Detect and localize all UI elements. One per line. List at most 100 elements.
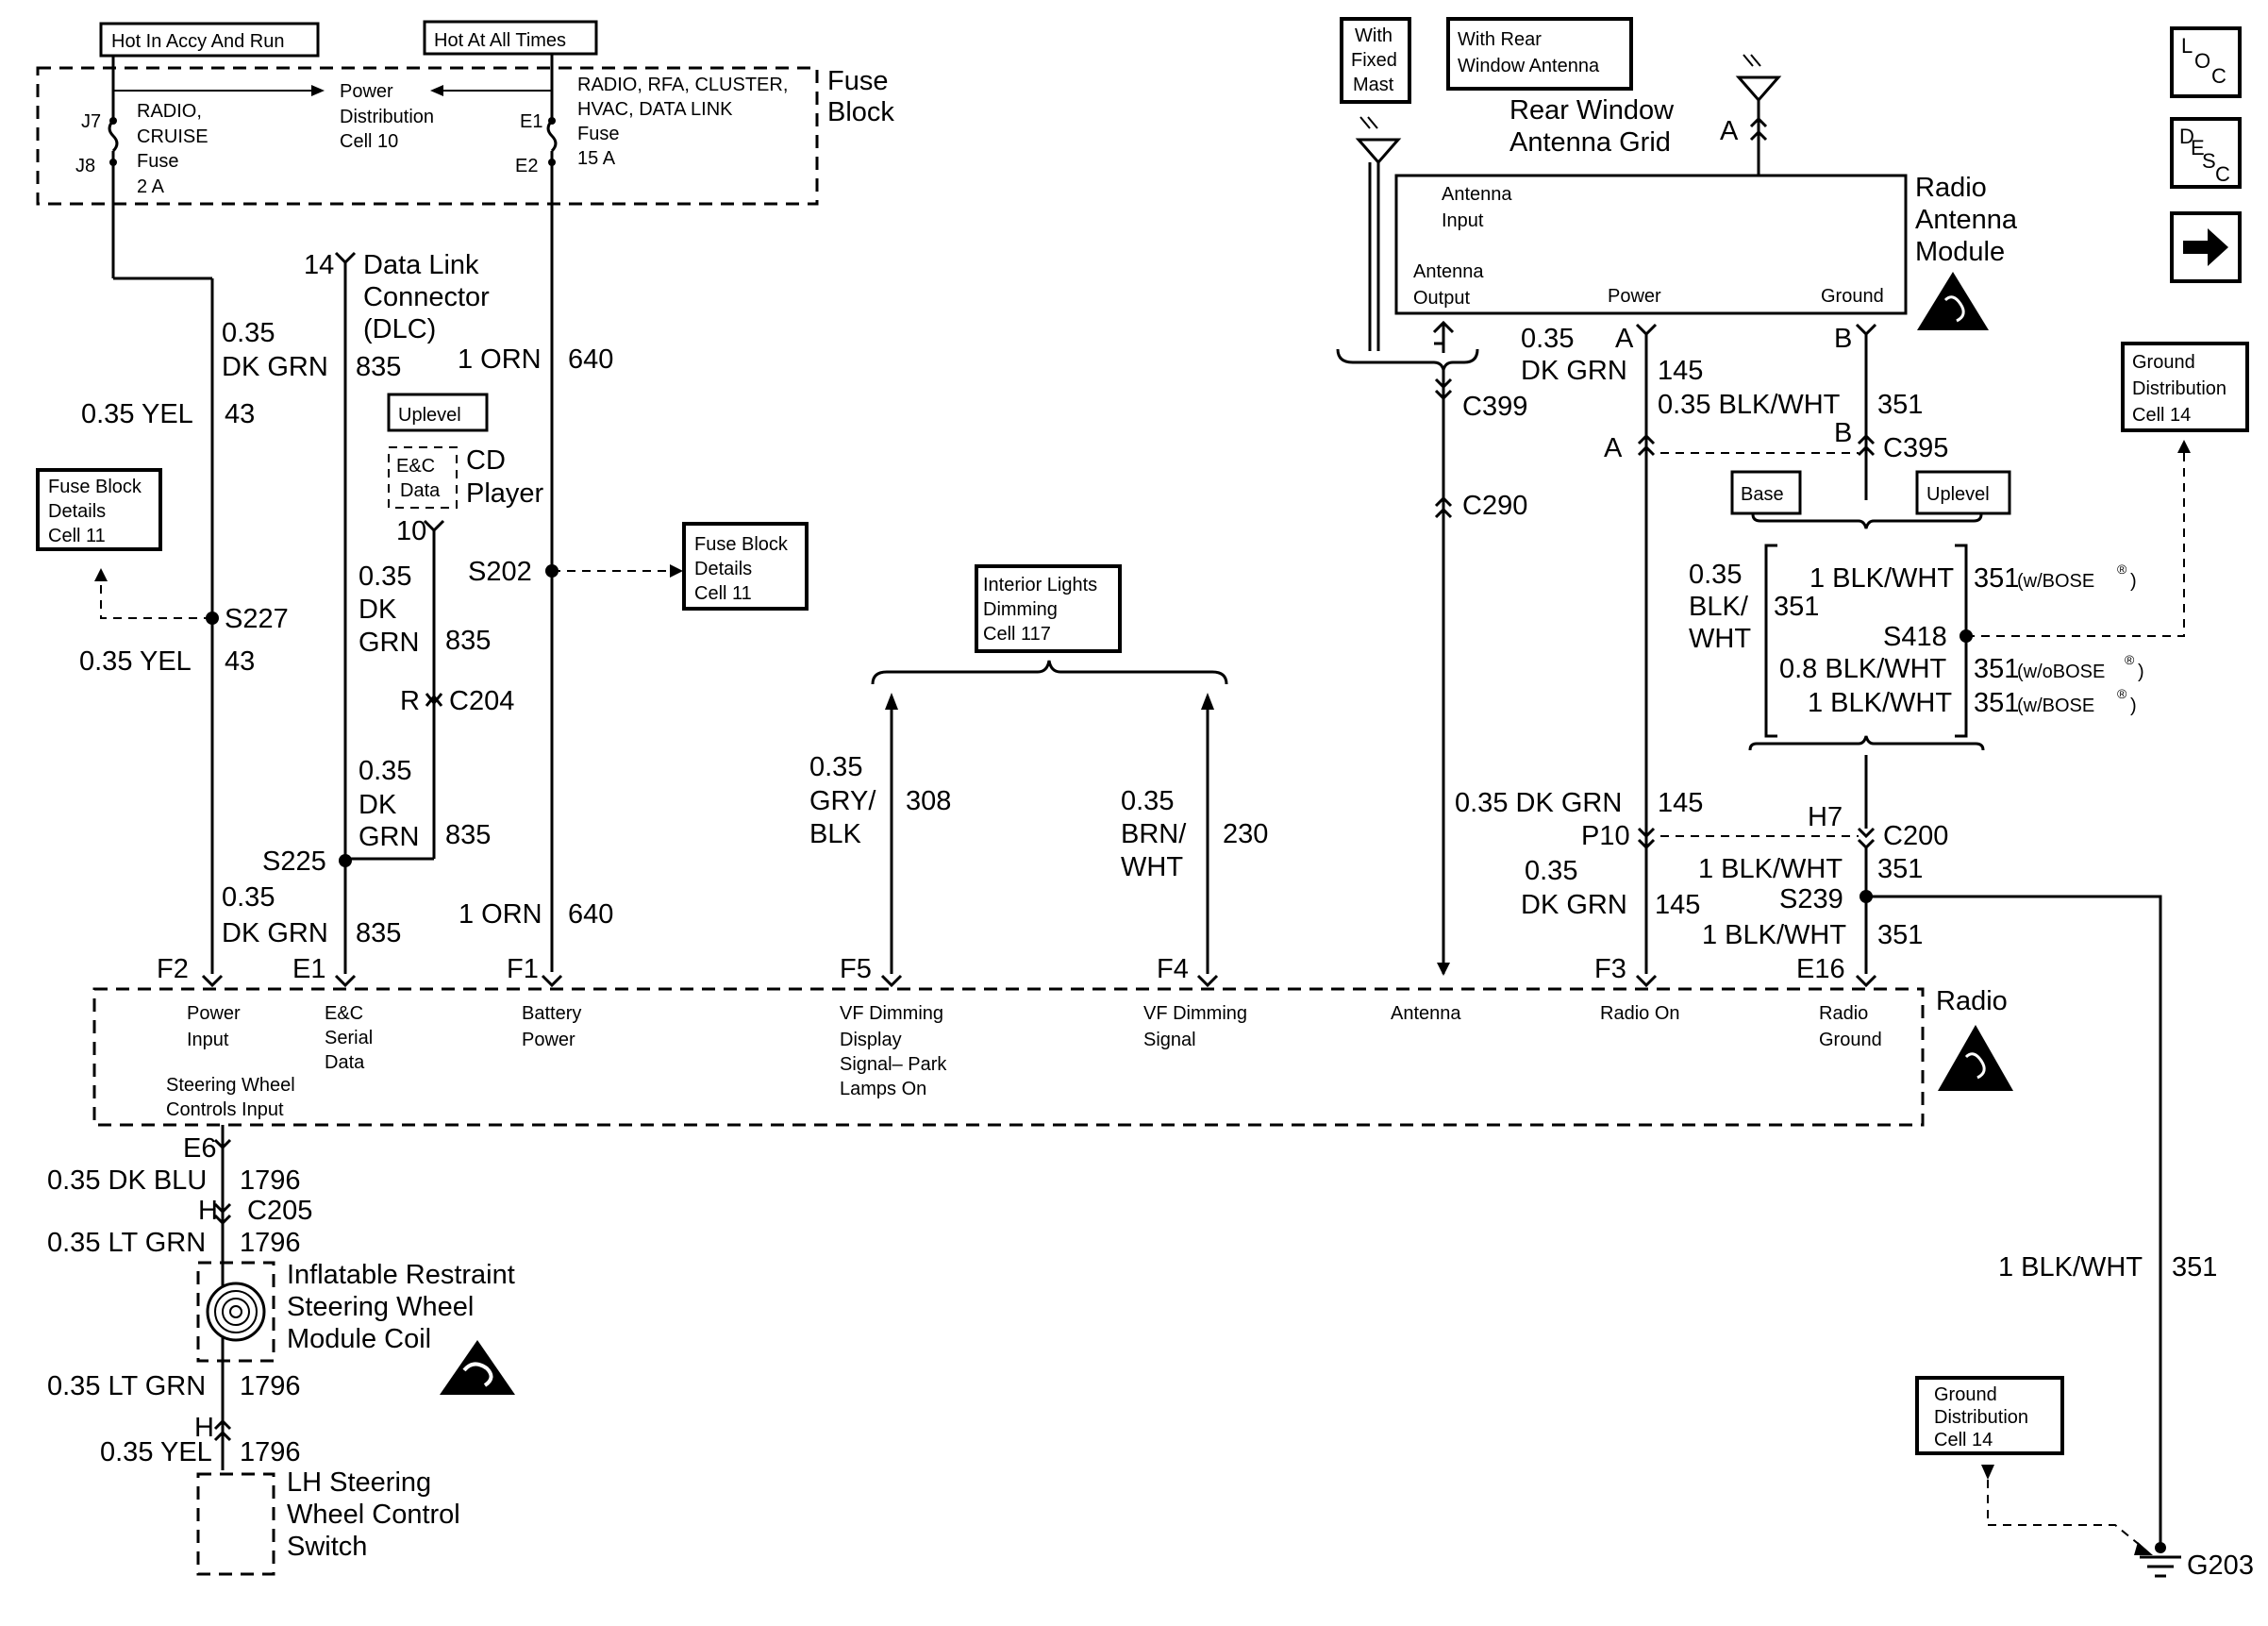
svg-text:351: 351 <box>1877 920 1923 950</box>
svg-text:CD: CD <box>466 445 506 476</box>
steering-wheel-circuit: E6 0.35 DK BLU 1796 H C205 0.35 LT GRN 1… <box>47 1125 515 1576</box>
next-page-arrow-icon[interactable] <box>2170 211 2242 283</box>
svg-text:Data Link: Data Link <box>363 250 479 280</box>
svg-text:DK GRN: DK GRN <box>222 918 328 948</box>
clockspring-icon <box>206 1282 266 1342</box>
svg-text:H: H <box>194 1413 214 1443</box>
radio: Radio F2 E1 F1 F5 F4 F3 E16 Power Input … <box>92 954 2008 1127</box>
cd-player: Uplevel E&C Data CD Player 10 0.35 DK GR… <box>345 393 544 861</box>
svg-text:B: B <box>1834 324 1852 354</box>
svg-text:C399: C399 <box>1462 392 1527 422</box>
svg-text:Cell 14: Cell 14 <box>2132 405 2191 426</box>
svg-text:10: 10 <box>396 516 426 546</box>
svg-text:H: H <box>198 1196 218 1226</box>
svg-text:Fuse: Fuse <box>137 151 178 172</box>
svg-text:E&C: E&C <box>396 456 435 477</box>
esd-sensitive-icon <box>1938 1025 2013 1091</box>
svg-text:Input: Input <box>1442 210 1484 231</box>
svg-text:0.35 LT GRN: 0.35 LT GRN <box>47 1371 206 1401</box>
antenna-icon <box>1735 54 1782 176</box>
svg-text:C205: C205 <box>247 1196 312 1226</box>
svg-text:1 ORN: 1 ORN <box>458 344 542 375</box>
svg-text:351: 351 <box>1974 563 2019 594</box>
ground-distribution-top[interactable]: Ground Distribution Cell 14 <box>2121 342 2249 432</box>
svg-text:351: 351 <box>1974 654 2019 684</box>
svg-text:835: 835 <box>356 918 401 948</box>
svg-text:Cell 11: Cell 11 <box>48 526 106 546</box>
svg-text:Details: Details <box>694 559 752 579</box>
svg-text:Antenna: Antenna <box>1391 1003 1461 1024</box>
svg-text:®: ® <box>2117 562 2127 577</box>
svg-text:Antenna: Antenna <box>1915 205 2018 235</box>
svg-text:WHT: WHT <box>1689 624 1751 654</box>
interior-lights-dimming: Interior Lights Dimming Cell 117 0.35 GR… <box>809 564 1268 974</box>
fuse-block-label-1: Fuse <box>827 66 888 96</box>
svg-text:(w/BOSE: (w/BOSE <box>2017 571 2094 592</box>
svg-text:A: A <box>1615 324 1634 354</box>
svg-text:Details: Details <box>48 501 106 522</box>
fuse-block-details-left[interactable]: Fuse Block Details Cell 11 <box>36 468 162 551</box>
svg-text:F4: F4 <box>1157 954 1189 984</box>
wire-radio-on: A 0.35 DK GRN 145 A 0.35 DK GRN 145 P10 … <box>1455 323 1703 974</box>
svg-text:0.35: 0.35 <box>359 562 411 592</box>
svg-text:Fuse: Fuse <box>577 124 619 144</box>
svg-text:Ground: Ground <box>1819 1030 1882 1050</box>
svg-text:GRN: GRN <box>359 628 419 658</box>
svg-text:E: E <box>2191 136 2205 159</box>
svg-text:0.35: 0.35 <box>222 318 275 348</box>
fuse-icon <box>546 119 558 153</box>
svg-text:Power: Power <box>187 1003 241 1024</box>
svg-text:Rear Window: Rear Window <box>1509 95 1675 126</box>
svg-text:Ground: Ground <box>2132 352 2195 373</box>
svg-text:E16: E16 <box>1796 954 1845 984</box>
svg-text:WHT: WHT <box>1121 852 1183 882</box>
svg-text:®: ® <box>2125 652 2135 667</box>
svg-text:Cell 10: Cell 10 <box>340 131 398 152</box>
svg-text:0.35 YEL: 0.35 YEL <box>79 646 192 677</box>
svg-text:Antenna: Antenna <box>1413 261 1484 282</box>
svg-text:Module: Module <box>1915 237 2005 267</box>
svg-text:Inflatable Restraint: Inflatable Restraint <box>287 1260 515 1290</box>
svg-text:S227: S227 <box>225 604 289 634</box>
svg-text:GRY/: GRY/ <box>809 786 876 816</box>
svg-text:1796: 1796 <box>240 1437 301 1467</box>
svg-text:Window Antenna: Window Antenna <box>1458 56 1600 76</box>
svg-text:Power: Power <box>1608 286 1661 307</box>
fuse-block-label-2: Block <box>827 97 894 127</box>
svg-text:A: A <box>1720 116 1739 146</box>
fuse-block: Fuse Block J7 J8 RADIO, CRUISE Fuse 2 A … <box>36 54 894 972</box>
svg-text:L: L <box>2181 34 2193 58</box>
svg-text:Fuse Block: Fuse Block <box>48 477 142 497</box>
svg-text:D: D <box>2179 125 2194 148</box>
svg-text:1 BLK/WHT: 1 BLK/WHT <box>1702 920 1846 950</box>
svg-text:Ground: Ground <box>1821 286 1884 307</box>
svg-text:E6: E6 <box>183 1133 216 1164</box>
svg-text:Cell 117: Cell 117 <box>983 624 1051 645</box>
svg-text:S225: S225 <box>262 847 326 877</box>
svg-text:43: 43 <box>225 646 255 677</box>
ground-distribution-bottom[interactable]: Ground Distribution Cell 14 <box>1915 1376 2064 1455</box>
svg-text:0.35: 0.35 <box>1121 786 1174 816</box>
svg-text:835: 835 <box>445 820 491 850</box>
description-nav-button[interactable]: D E S C <box>2170 117 2242 189</box>
svg-text:BLK/: BLK/ <box>1689 592 1749 622</box>
svg-text:C395: C395 <box>1883 433 1948 463</box>
svg-text:230: 230 <box>1223 819 1268 849</box>
pin-e1: E1 <box>520 111 542 132</box>
svg-text:1796: 1796 <box>240 1165 301 1196</box>
svg-text:Serial: Serial <box>325 1028 373 1048</box>
svg-text:F3: F3 <box>1594 954 1626 984</box>
location-nav-button[interactable]: L O C <box>2170 26 2242 98</box>
svg-text:Steering Wheel: Steering Wheel <box>166 1075 295 1096</box>
svg-text:DK GRN: DK GRN <box>1521 890 1627 920</box>
svg-text:Output: Output <box>1413 288 1470 309</box>
wire-radio-ground: B 0.35 BLK/WHT 351 B C395 H7 C200 1 BLK/… <box>1658 323 2217 1548</box>
svg-text:VF Dimming: VF Dimming <box>840 1003 943 1024</box>
svg-text:0.35: 0.35 <box>809 752 862 782</box>
svg-text:BRN/: BRN/ <box>1121 819 1187 849</box>
fixed-mast-tag: With Fixed Mast <box>1340 17 1411 104</box>
svg-text:Steering Wheel: Steering Wheel <box>287 1292 474 1322</box>
fuse-block-details-mid[interactable]: Fuse Block Details Cell 11 <box>682 522 809 611</box>
